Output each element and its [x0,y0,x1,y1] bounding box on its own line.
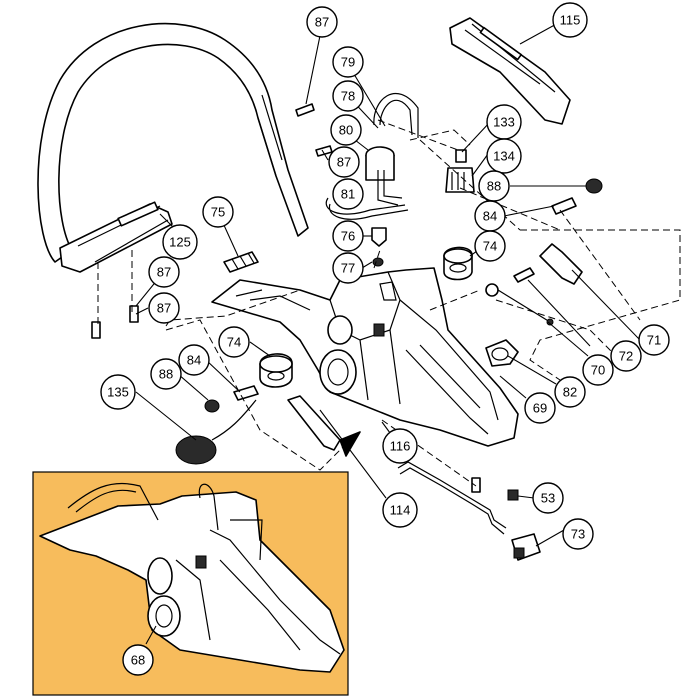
fuel-line-assembly [325,93,419,220]
lever-71 [539,243,583,285]
svg-text:74: 74 [227,335,241,350]
bearing-74-left [259,353,293,388]
callout-87-left-b: 87 [148,292,180,324]
switch-73 [511,533,541,561]
fuel-filter [445,149,475,193]
callout-78: 78 [332,80,364,112]
callout-79: 79 [332,46,364,78]
callout-135: 135 [100,374,136,410]
main-housing [211,267,519,447]
svg-text:84: 84 [187,353,201,368]
svg-text:82: 82 [563,385,577,400]
callout-88-right: 88 [478,170,510,202]
bearing-74-right [443,246,473,281]
screw-87-d [91,321,101,339]
svg-text:84: 84 [483,209,497,224]
svg-text:133: 133 [493,115,515,130]
control-rod [397,461,507,535]
callout-71: 71 [638,324,670,356]
spring-72 [513,267,535,283]
callout-68: 68 [122,644,154,676]
svg-text:80: 80 [339,123,353,138]
callout-53: 53 [532,482,564,514]
svg-text:70: 70 [591,363,605,378]
callout-82: 82 [554,376,586,408]
callout-76: 76 [332,220,364,252]
svg-text:69: 69 [533,401,547,416]
leader-lines [135,21,641,547]
callout-114: 114 [382,492,418,528]
svg-text:115: 115 [560,13,581,28]
svg-text:53: 53 [541,491,555,506]
callout-70: 70 [582,354,614,386]
svg-text:125: 125 [169,235,191,250]
screw-84-right [551,197,577,215]
svg-text:87: 87 [337,155,351,170]
screw-84-left [233,385,259,401]
callout-73: 73 [562,518,594,550]
callout-87-left-a: 87 [148,256,180,288]
callout-87-mid: 87 [328,146,360,178]
screw-53 [507,489,519,501]
svg-text:78: 78 [341,89,355,104]
rear-handle-grip [59,201,173,273]
svg-text:77: 77 [341,261,355,276]
valve-76 [371,227,387,247]
callout-72: 72 [610,340,642,372]
svg-text:88: 88 [159,367,173,382]
screw-87-c [129,305,139,323]
cap-88-left [204,399,220,413]
top-handle-cover [449,17,571,125]
rod-70 [485,283,554,326]
callout-77: 77 [332,252,364,284]
fuel-cap [175,399,257,465]
callout-69: 69 [524,392,556,424]
callout-133: 133 [486,104,522,140]
svg-text:134: 134 [493,149,515,164]
valve-77 [372,257,384,267]
callout-84-left: 84 [178,344,210,376]
slider-75 [223,251,259,273]
callout-74-left: 74 [218,326,250,358]
callout-87-top: 87 [306,6,338,38]
callout-75: 75 [202,196,234,228]
svg-text:88: 88 [487,179,501,194]
svg-text:116: 116 [390,439,411,454]
screw-87-b [315,145,333,157]
svg-text:68: 68 [131,653,145,668]
cap-88-right [585,178,603,194]
callout-74-right: 74 [474,230,506,262]
callout-88-left: 88 [150,358,182,390]
callout-134: 134 [486,138,522,174]
inset-panel [32,471,349,696]
svg-text:81: 81 [341,187,355,202]
svg-text:87: 87 [315,15,329,30]
svg-text:87: 87 [157,265,171,280]
part-114 [287,395,361,457]
callout-125: 125 [162,224,198,260]
svg-text:135: 135 [107,385,129,400]
svg-text:76: 76 [341,229,355,244]
svg-text:79: 79 [341,55,355,70]
svg-text:72: 72 [619,349,633,364]
front-handle-bar [37,22,309,263]
callout-80: 80 [330,114,362,146]
svg-text:73: 73 [571,527,585,542]
part-82 [485,339,519,367]
callout-115: 115 [552,2,588,38]
svg-text:87: 87 [157,301,171,316]
callout-84-right: 84 [474,200,506,232]
svg-text:74: 74 [483,239,497,254]
screw-87-a [295,103,315,117]
svg-text:114: 114 [390,503,411,518]
callout-81: 81 [332,178,364,210]
callout-116: 116 [382,428,418,464]
svg-text:75: 75 [211,205,225,220]
svg-text:71: 71 [647,333,661,348]
